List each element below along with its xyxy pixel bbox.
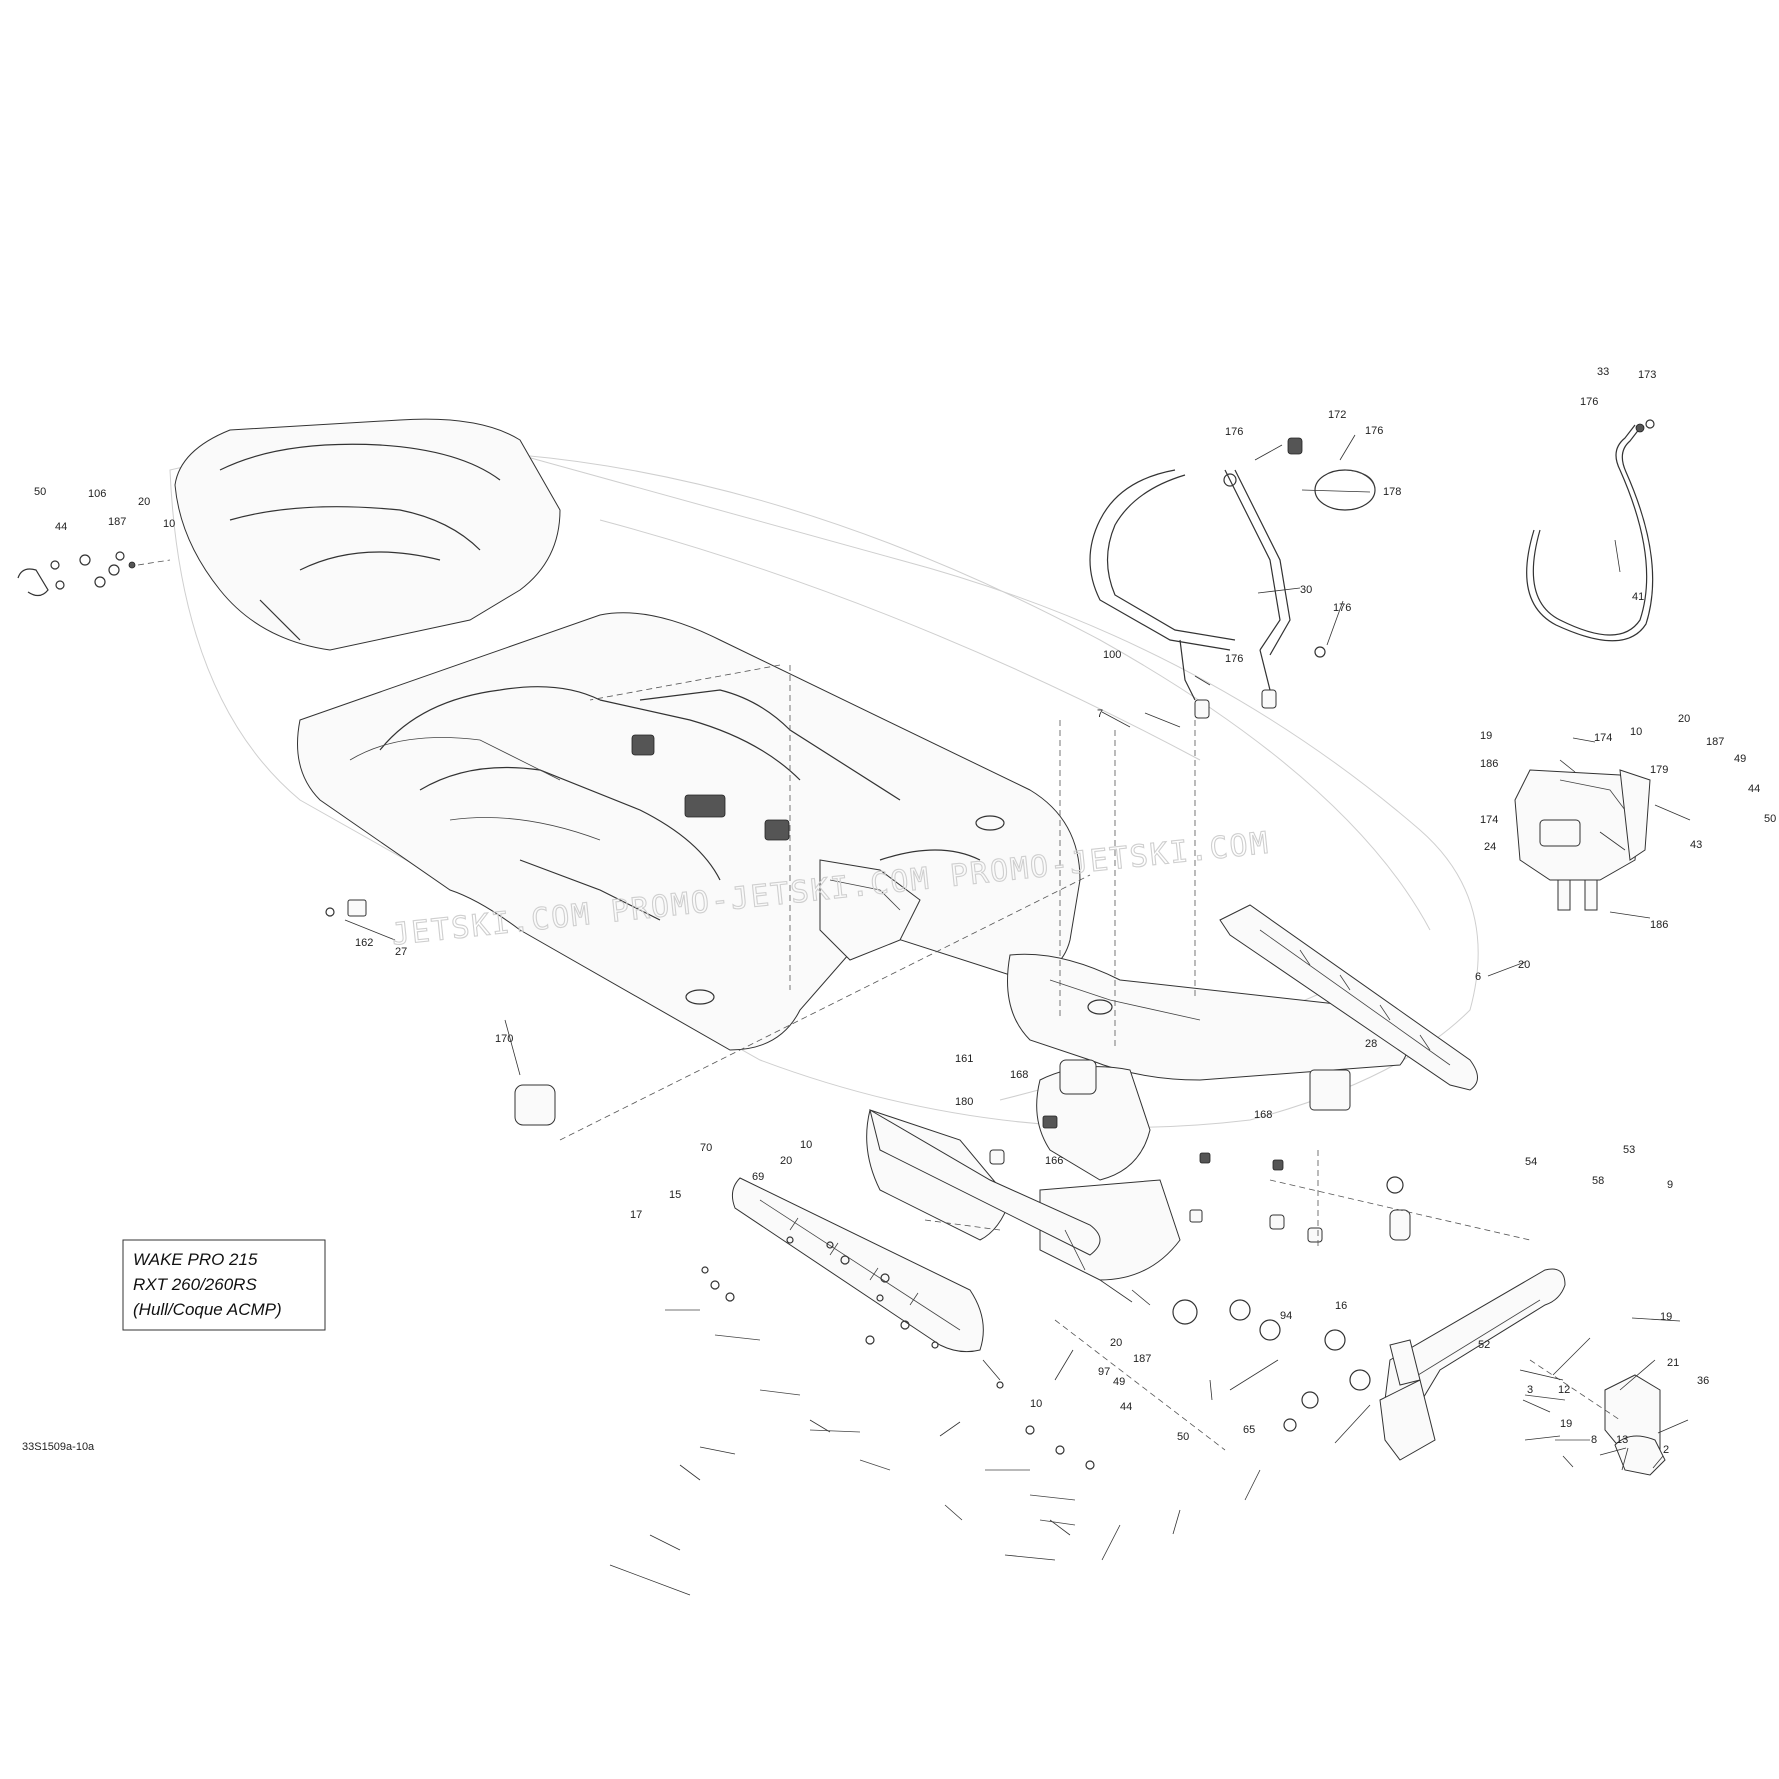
callout-label: 15 (669, 1189, 681, 1201)
callout-label: 178 (1383, 486, 1401, 498)
callout-label: 20 (138, 496, 150, 508)
model-box: WAKE PRO 215 RXT 260/260RS (Hull/Coque A… (122, 1239, 326, 1331)
callout-label: 58 (1592, 1175, 1604, 1187)
callout-label: 20 (1518, 959, 1530, 971)
callout-label: 21 (1667, 1357, 1679, 1369)
model-line-3: (Hull/Coque ACMP) (133, 1300, 282, 1319)
callout-label: 10 (1630, 726, 1642, 738)
callout-label: 187 (1706, 736, 1724, 748)
callout-label: 170 (495, 1033, 513, 1045)
callout-label: 2 (1663, 1444, 1669, 1456)
callout-label: 20 (1678, 713, 1690, 725)
front-tow-hardware (17, 551, 136, 597)
callout-label: 27 (395, 946, 407, 958)
vent-hose-assembly (1089, 437, 1376, 719)
callout-label: 16 (1335, 1300, 1347, 1312)
hardware-markers (665, 1236, 1590, 1526)
callout-label: 28 (1365, 1038, 1377, 1050)
callout-label: 70 (700, 1142, 712, 1154)
callout-label: 41 (1632, 591, 1644, 603)
callout-label: 54 (1525, 1156, 1537, 1168)
callout-label: 174 (1480, 814, 1498, 826)
callout-label: 49 (1734, 753, 1746, 765)
callout-label: 187 (108, 516, 126, 528)
callout-label: 49 (1113, 1376, 1125, 1388)
callout-label: 97 (1098, 1366, 1110, 1378)
callout-label: 174 (1594, 732, 1612, 744)
callout-label: 10 (800, 1139, 812, 1151)
vent-tube (1526, 419, 1655, 642)
callout-label: 162 (355, 937, 373, 949)
callout-label: 173 (1638, 369, 1656, 381)
callout-label: 17 (630, 1209, 642, 1221)
callout-label: 65 (1243, 1424, 1255, 1436)
callout-label: 168 (1254, 1109, 1272, 1121)
model-line-2: RXT 260/260RS (133, 1275, 257, 1294)
callout-label: 176 (1333, 602, 1351, 614)
callout-leader-lines (344, 434, 1691, 1596)
callout-label: 176 (1580, 396, 1598, 408)
callout-label: 50 (1764, 813, 1776, 825)
hull-deck-assembly (174, 418, 1409, 1281)
callout-label: 53 (1623, 1144, 1635, 1156)
callout-label: 106 (88, 488, 106, 500)
callout-label: 20 (1110, 1337, 1122, 1349)
callout-label: 24 (1484, 841, 1496, 853)
callout-label: 44 (1748, 783, 1760, 795)
callout-label: 180 (955, 1096, 973, 1108)
callout-label: 186 (1650, 919, 1668, 931)
callout-label: 161 (955, 1053, 973, 1065)
callout-label: 52 (1478, 1339, 1490, 1351)
callout-label: 13 (1616, 1434, 1628, 1446)
callout-label: 176 (1225, 426, 1243, 438)
callout-label: 44 (55, 521, 67, 533)
left-side-rail (731, 1177, 984, 1353)
callout-label: 7 (1097, 708, 1103, 720)
callout-label: 19 (1660, 1311, 1672, 1323)
callout-label: 30 (1300, 584, 1312, 596)
callout-label: 176 (1365, 425, 1383, 437)
callout-label: 36 (1697, 1375, 1709, 1387)
callout-label: 20 (780, 1155, 792, 1167)
assembly-guide-lines (137, 559, 1621, 1451)
callout-label: 43 (1690, 839, 1702, 851)
callout-label: 179 (1650, 764, 1668, 776)
misc-hardware (325, 899, 1411, 1432)
callout-label: 168 (1010, 1069, 1028, 1081)
callout-label: 50 (34, 486, 46, 498)
callout-label: 166 (1045, 1155, 1063, 1167)
callout-label: 10 (1030, 1398, 1042, 1410)
reference-code: 33S1509a-10a (22, 1441, 95, 1453)
callout-label: 9 (1667, 1179, 1673, 1191)
callout-label: 50 (1177, 1431, 1189, 1443)
callout-label: 187 (1133, 1353, 1151, 1365)
callout-label: 172 (1328, 409, 1346, 421)
callout-label: 19 (1560, 1418, 1572, 1430)
callout-labels: 50 44 106 187 20 10 162 27 170 100 176 1… (34, 366, 1776, 1456)
callout-label: 176 (1225, 653, 1243, 665)
callout-label: 33 (1597, 366, 1609, 378)
callout-label: 10 (163, 518, 175, 530)
tow-eye-bracket (1514, 769, 1651, 911)
callout-label: 186 (1480, 758, 1498, 770)
lower-deck-extension (869, 1108, 1101, 1256)
callout-label: 12 (1558, 1384, 1570, 1396)
model-box-frame (122, 1239, 326, 1331)
callout-label: 44 (1120, 1401, 1132, 1413)
rear-grab-handle (1379, 1268, 1661, 1461)
callout-label: 3 (1527, 1384, 1533, 1396)
right-side-rail (1219, 904, 1478, 1091)
callout-label: 94 (1280, 1310, 1292, 1322)
callout-label: 100 (1103, 649, 1121, 661)
model-line-1: WAKE PRO 215 (133, 1250, 258, 1269)
rear-step-assembly (1389, 1339, 1666, 1476)
callout-label: 8 (1591, 1434, 1597, 1446)
callout-label: 69 (752, 1171, 764, 1183)
callout-label: 6 (1475, 971, 1481, 983)
callout-label: 19 (1480, 730, 1492, 742)
